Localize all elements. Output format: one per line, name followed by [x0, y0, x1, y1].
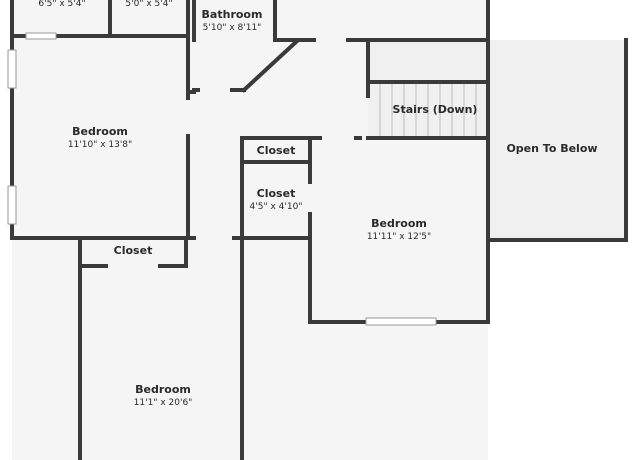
wall-stairs	[366, 80, 490, 140]
door-gap-bedroom-left	[185, 100, 191, 134]
wall-open-to-below	[486, 38, 628, 242]
windows	[7, 32, 437, 326]
open-to-below-label: Open To Below	[506, 142, 597, 155]
door-gap-bathroom	[200, 87, 230, 93]
closet-middle-dims: 4'5" x 4'10"	[250, 202, 303, 212]
bedroom-right-floor	[312, 138, 488, 322]
closet-small-top-label: Closet	[257, 144, 296, 157]
bedroom-left-label: Bedroom	[72, 125, 128, 138]
walls	[10, 0, 628, 460]
bathroom-dims: 5'10" x 8'11"	[203, 23, 262, 33]
closet-middle-label: Closet	[257, 187, 296, 200]
bedroom-right-label: Bedroom	[371, 217, 427, 230]
floor-fills	[12, 0, 626, 460]
wall-bathroom-right	[192, 0, 277, 42]
window-bedroom-left-lower	[7, 185, 17, 225]
room-top-middle-dims: 5'0" x 5'4"	[125, 0, 172, 9]
closet-lower-label: Closet	[114, 244, 153, 257]
bedroom-bottom-floor	[80, 240, 242, 460]
window-top-left	[25, 32, 57, 40]
window-bedroom-left-upper	[7, 49, 17, 89]
door-gap-closet-middle	[307, 184, 313, 212]
bathroom-label: Bathroom	[202, 8, 263, 21]
wall-closet-lower	[78, 236, 188, 460]
bedroom-left-dims: 11'10" x 13'8"	[68, 140, 132, 150]
bedroom-bottom-dims: 11'1" x 20'6"	[134, 398, 193, 408]
wall-bath-diagonal	[241, 39, 299, 93]
room-labels: 6'5" x 5'4" 5'0" x 5'4" Bathroom 5'10" x…	[38, 0, 597, 408]
bedroom-right-dims: 11'11" x 12'5"	[367, 232, 431, 242]
door-gap-top-right	[316, 37, 346, 43]
door-gap-bedroom-right	[322, 135, 354, 141]
window-bedroom-right	[365, 317, 437, 326]
stair-treads	[379, 84, 477, 136]
bedroom-bottom-label: Bedroom	[135, 383, 191, 396]
room-top-left-dims: 6'5" x 5'4"	[38, 0, 85, 9]
stairs-label: Stairs (Down)	[393, 103, 478, 116]
